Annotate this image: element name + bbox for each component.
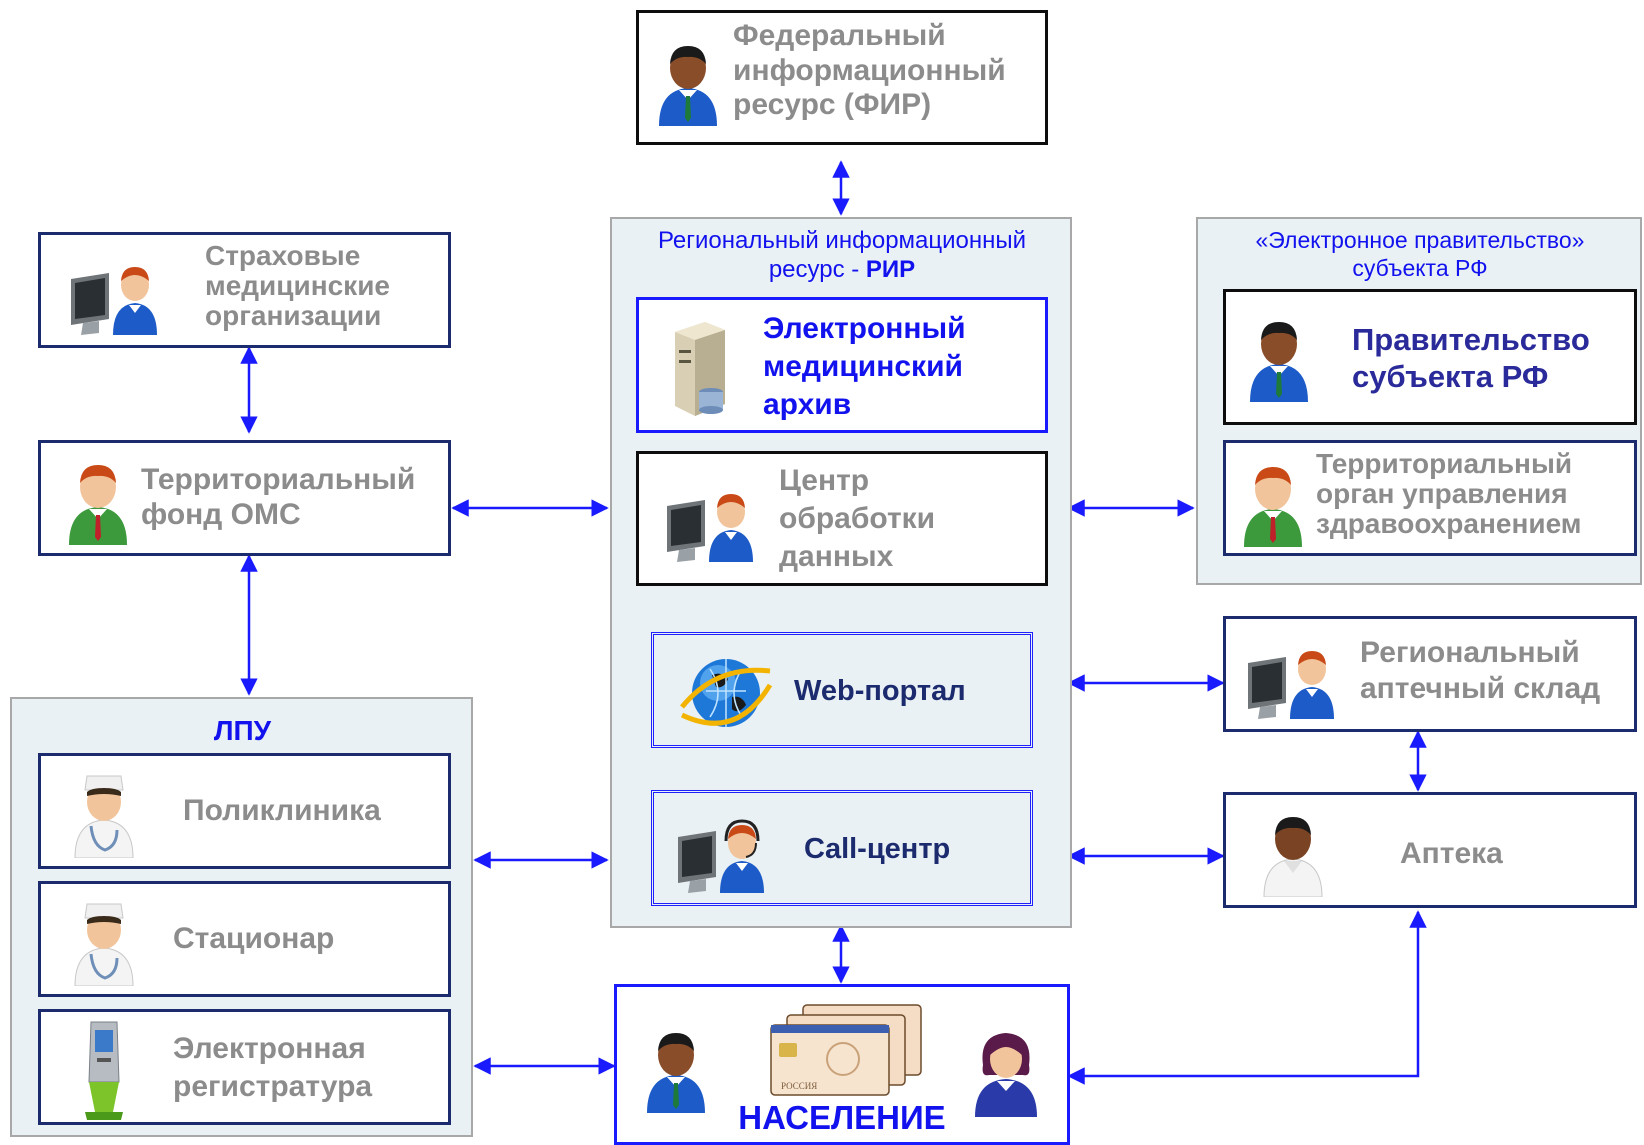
call-operator-icon [678,819,764,893]
population-label: НАСЕЛЕНИЕ [738,1099,946,1136]
person-icon [1250,322,1308,402]
e-registry-box: Электронная регистратура [38,1009,451,1125]
population-box: РОССИЯ НАСЕЛЕНИЕ [614,984,1070,1145]
medical-cards-icon: РОССИЯ [770,1004,922,1096]
insurance-companies-label: Страховые медицинские организации [205,240,390,332]
polyclinic-box: Поликлиника [38,753,451,869]
territorial-fund-label: Территориальный фонд ОМС [141,463,416,531]
health-authority-label: Территориальный орган управления здравоо… [1316,448,1582,540]
government-box: Правительство субъекта РФ [1223,289,1637,425]
link-population-pharmacy [1067,910,1427,1085]
e-government-title: «Электронное правительство» субъекта РФ [1255,227,1585,281]
person-icon [1244,467,1302,547]
computer-operator-icon [1248,651,1334,719]
fir-box: Федеральный информационный ресурс (ФИР) [636,10,1048,145]
doctor-icon [74,775,134,858]
person-icon [69,465,127,545]
fir-label: Федеральный информационный ресурс (ФИР) [733,19,1006,121]
lpu-title: ЛПУ [213,715,272,746]
computer-operator-icon [667,494,753,562]
doctor-icon [74,903,134,986]
health-authority-box: Территориальный орган управления здравоо… [1223,440,1637,556]
call-center-box[interactable]: Call-центр [651,790,1033,906]
medical-archive-box: Электронный медицинский архив [636,297,1048,433]
call-center-label: Call-центр [804,833,951,865]
globe-icon [680,659,773,727]
pharmacist-icon [1263,817,1323,897]
pharmacy-warehouse-box: Региональный аптечный склад [1223,616,1637,732]
government-label: Правительство субъекта РФ [1352,322,1590,394]
data-center-label: Центр обработки данных [779,464,936,574]
pharmacy-box: Аптека [1223,792,1637,908]
hospital-label: Стационар [173,922,335,955]
web-portal-label: Web-портал [794,675,966,707]
regional-resource-title: Региональный информационный ресурс - РИР [657,227,1027,283]
pharmacy-label: Аптека [1400,837,1503,870]
polyclinic-label: Поликлиника [183,794,381,827]
web-portal-box[interactable]: Web-портал [651,632,1033,748]
computer-operator-icon [71,267,157,335]
insurance-companies-box: Страховые медицинские организации [38,232,451,348]
server-icon [675,322,725,416]
territorial-fund-box: Территориальный фонд ОМС [38,440,451,556]
medical-archive-label: Электронный медицинский архив [763,312,966,422]
woman-icon [975,1033,1037,1117]
kiosk-icon [85,1021,123,1120]
e-registry-label: Электронная регистратура [173,1032,373,1104]
hospital-box: Стационар [38,881,451,997]
pharmacy-warehouse-label: Региональный аптечный склад [1360,636,1601,705]
person-icon [659,46,717,126]
person-icon [647,1033,705,1113]
card-text: РОССИЯ [781,1081,817,1091]
data-center-box: Центр обработки данных [636,451,1048,586]
